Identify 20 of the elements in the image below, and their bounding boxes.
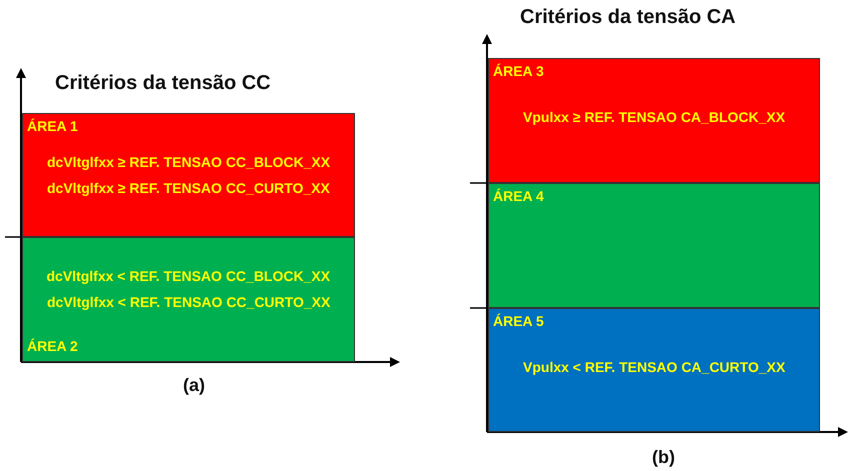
panel-title: Critérios da tensão CA (520, 6, 736, 29)
area-band (22, 237, 355, 362)
condition-text: dcVltglfxx ≥ REF. TENSAO CC_CURTO_XX (47, 180, 330, 197)
condition-text: dcVltglfxx < REF. TENSAO CC_CURTO_XX (47, 294, 330, 311)
panel-label: (a) (183, 375, 205, 396)
area-band (488, 183, 820, 308)
condition-text: Vpulxx ≥ REF. TENSAO CA_BLOCK_XX (523, 109, 786, 126)
area-band (22, 113, 355, 237)
condition-text: dcVltglfxx ≥ REF. TENSAO CC_BLOCK_XX (47, 154, 330, 171)
area-label: ÁREA 2 (27, 338, 78, 355)
area-label: ÁREA 4 (493, 188, 544, 205)
area-label: ÁREA 3 (493, 63, 544, 80)
area-band (488, 308, 820, 432)
area-label: ÁREA 1 (27, 118, 78, 135)
condition-text: dcVltglfxx < REF. TENSAO CC_BLOCK_XX (46, 268, 330, 285)
condition-text: Vpulxx < REF. TENSAO CA_CURTO_XX (523, 359, 786, 376)
area-label: ÁREA 5 (493, 313, 544, 330)
panel-label: (b) (652, 447, 675, 468)
area-band (488, 58, 820, 183)
panel-title: Critérios da tensão CC (55, 72, 271, 95)
